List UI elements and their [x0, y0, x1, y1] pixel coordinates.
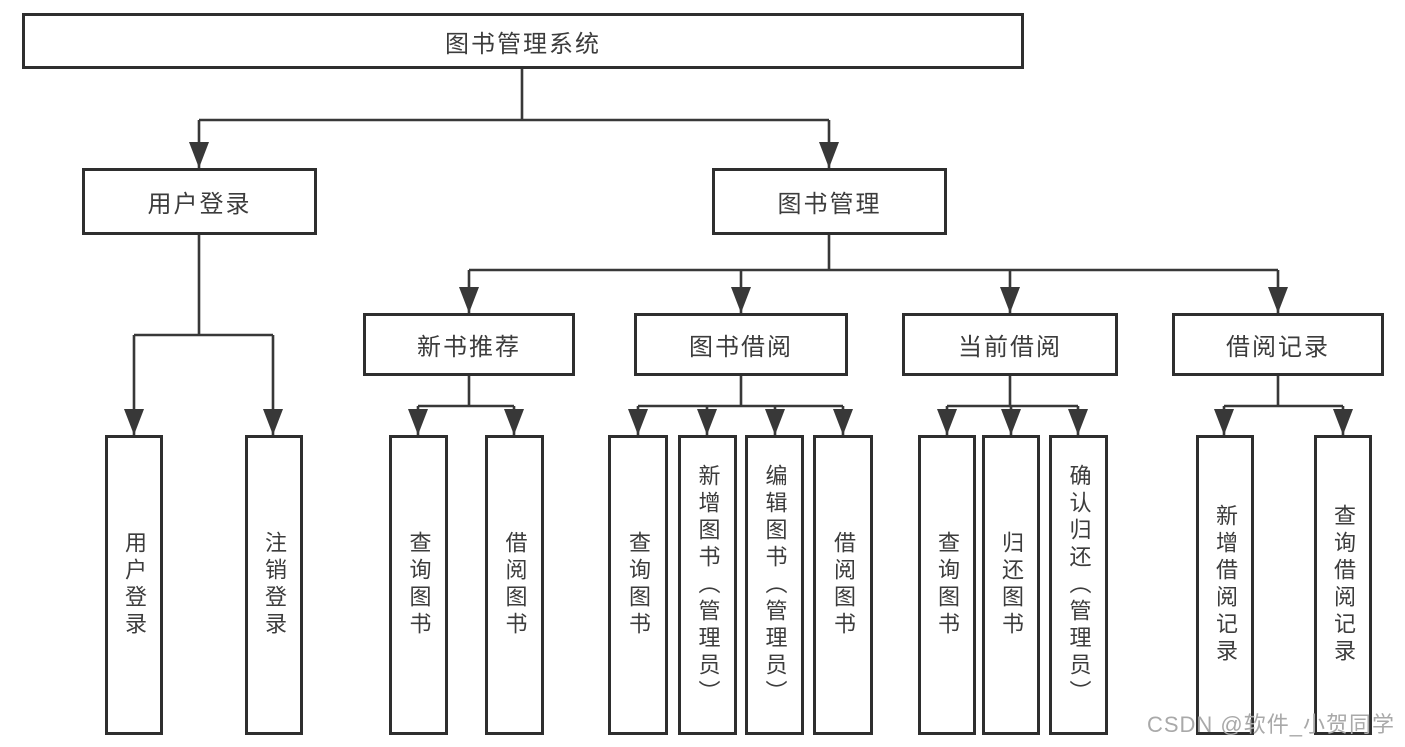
leaf-label: 查询图书: [626, 531, 651, 639]
connector: [1222, 375, 1345, 435]
leaf-label: 新增图书（管理员）: [695, 463, 721, 707]
arrowhead-icon: [504, 409, 524, 435]
leaf-query-book-current: 查询图书: [918, 435, 976, 735]
leaf-query-book-recommend: 查询图书: [389, 435, 448, 735]
connector: [197, 69, 831, 168]
leaf-label: 借阅图书: [502, 531, 528, 639]
arrowhead-icon: [937, 409, 957, 435]
arrowhead-icon: [628, 409, 648, 435]
arrowhead-icon: [1333, 409, 1353, 435]
leaf-label: 查询图书: [935, 531, 960, 639]
leaf-label: 确认归还（管理员）: [1066, 463, 1092, 707]
leaf-label: 注销登录: [262, 531, 287, 639]
arrowhead-icon: [731, 287, 751, 313]
arrowhead-icon: [263, 409, 283, 435]
arrowhead-icon: [1001, 409, 1021, 435]
leaf-edit-book-admin: 编辑图书（管理员）: [745, 435, 804, 735]
arrowhead-icon: [189, 142, 209, 168]
node-new-book-recommend: 新书推荐: [363, 313, 575, 376]
watermark: CSDN @软件_小贺同学: [1146, 712, 1395, 737]
leaf-logout: 注销登录: [245, 435, 303, 735]
arrowhead-icon: [408, 409, 428, 435]
leaf-label: 编辑图书（管理员）: [762, 463, 788, 707]
arrowhead-icon: [459, 287, 479, 313]
leaf-label: 新增借阅记录: [1213, 504, 1238, 666]
leaf-label: 查询图书: [406, 531, 432, 639]
node-book-management: 图书管理: [712, 168, 947, 235]
leaf-query-borrow-record: 查询借阅记录: [1314, 435, 1372, 735]
arrowhead-icon: [819, 142, 839, 168]
node-book-borrow: 图书借阅: [634, 313, 848, 376]
leaf-borrow-book-recommend: 借阅图书: [485, 435, 544, 735]
leaf-user-login: 用户登录: [105, 435, 163, 735]
leaf-confirm-return-admin: 确认归还（管理员）: [1049, 435, 1108, 735]
leaf-label: 归还图书: [999, 531, 1024, 639]
node-current-borrow: 当前借阅: [902, 313, 1118, 376]
node-borrow-records: 借阅记录: [1172, 313, 1384, 376]
arrowhead-icon: [1214, 409, 1234, 435]
leaf-borrow-book: 借阅图书: [813, 435, 873, 735]
connector: [636, 375, 845, 435]
arrowhead-icon: [697, 409, 717, 435]
leaf-return-book: 归还图书: [982, 435, 1040, 735]
connector: [132, 235, 275, 435]
leaf-label: 查询借阅记录: [1331, 504, 1356, 666]
arrowhead-icon: [1000, 287, 1020, 313]
arrowhead-icon: [1068, 409, 1088, 435]
node-library-management-system: 图书管理系统: [22, 13, 1024, 69]
leaf-label: 借阅图书: [831, 531, 856, 639]
arrowhead-icon: [833, 409, 853, 435]
leaf-query-book-borrow: 查询图书: [608, 435, 668, 735]
arrowhead-icon: [765, 409, 785, 435]
arrowhead-icon: [1268, 287, 1288, 313]
leaf-label: 用户登录: [122, 531, 147, 639]
connector: [467, 235, 1280, 313]
arrowhead-icon: [124, 409, 144, 435]
connector: [416, 375, 516, 435]
node-user-login: 用户登录: [82, 168, 317, 235]
leaf-add-book-admin: 新增图书（管理员）: [678, 435, 737, 735]
leaf-add-borrow-record: 新增借阅记录: [1196, 435, 1254, 735]
